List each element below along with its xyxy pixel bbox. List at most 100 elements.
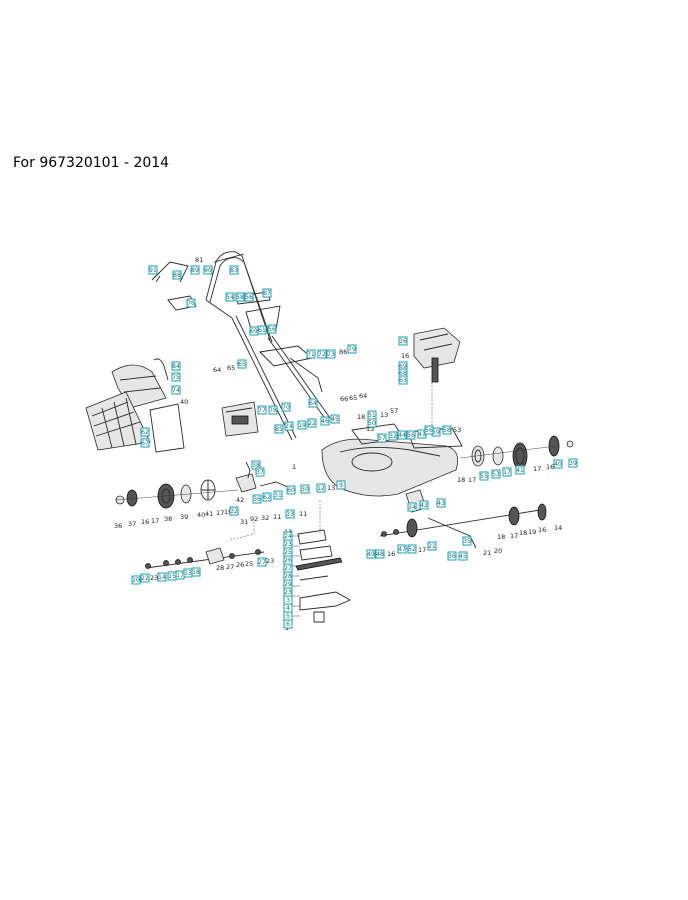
callout-frame <box>157 572 167 582</box>
callout-frame <box>316 483 326 493</box>
part-callout: 23 <box>283 587 293 597</box>
callout-frame <box>326 349 336 359</box>
callout-label: 29 <box>284 581 292 588</box>
part-callout: 65 <box>237 359 247 369</box>
callout-label: 75 <box>172 374 180 381</box>
callout-label: 58 <box>443 427 451 434</box>
part-callout: 14 <box>157 572 167 582</box>
callout-label: 91 <box>149 267 157 274</box>
callout-frame <box>336 480 346 490</box>
callout-frame <box>257 325 267 335</box>
part-callout: 56 <box>424 425 434 435</box>
part-callout: 75 <box>171 372 181 382</box>
part-callout: 9 <box>336 480 346 490</box>
part-number: 16 <box>387 550 395 558</box>
callout-label: 40 <box>554 461 562 468</box>
callout-frame <box>235 292 245 302</box>
part-number: 13 <box>366 425 374 433</box>
callout-label: 74 <box>172 387 180 394</box>
part-number: 26 <box>236 561 244 569</box>
callout-label: 89 <box>191 267 199 274</box>
cable-guide <box>167 295 197 311</box>
part-callout: 36 <box>252 494 262 504</box>
callout-frame <box>229 506 239 516</box>
callout-frame <box>237 359 247 369</box>
callout-label: 69 <box>399 363 407 370</box>
callout-frame <box>252 494 262 504</box>
part-callout: 62 <box>140 427 150 437</box>
part-callout: 32 <box>229 506 239 516</box>
part-number: 16 <box>401 352 409 360</box>
callout-frame <box>347 344 357 354</box>
callout-label: 88 <box>173 272 181 279</box>
part-callout: 52 <box>407 544 417 554</box>
part-callout: 56 <box>244 292 254 302</box>
upper-handle <box>205 251 273 343</box>
callout-label: 13 <box>184 570 192 577</box>
callout-label: 68 <box>399 370 407 377</box>
part-callout: 22 <box>140 573 150 583</box>
part-callout: 54 <box>225 292 235 302</box>
callout-label: 17 <box>176 572 184 579</box>
part-number: 37 <box>128 520 136 528</box>
callout-frame <box>297 420 307 430</box>
callout-frame <box>442 425 452 435</box>
part-number: 17 <box>533 465 541 473</box>
part-callout: 61 <box>257 325 267 335</box>
callout-label: 45 <box>459 553 467 560</box>
callout-label: 62 <box>263 494 271 501</box>
part-callout: 21 <box>427 541 437 551</box>
part-number: 40 <box>180 398 188 406</box>
part-number: 40 <box>197 511 205 519</box>
part-number: 65 <box>227 364 235 372</box>
part-callout: 45 <box>458 551 468 561</box>
part-number: 32 <box>261 514 269 522</box>
part-number: 17 <box>418 546 426 554</box>
callout-frame <box>300 484 310 494</box>
callout-frame <box>186 298 196 308</box>
callout-frame <box>268 405 278 415</box>
callout-label: 61 <box>258 327 266 334</box>
part-number: 18 <box>357 413 365 421</box>
part-number: 17 <box>151 517 159 525</box>
part-callout: 26 <box>283 555 293 565</box>
part-callout: 51 <box>367 410 377 420</box>
part-callout: 71 <box>306 349 316 359</box>
callout-frame <box>397 544 407 554</box>
part-number: 36 <box>114 522 122 530</box>
callout-frame <box>407 502 417 512</box>
callout-frame <box>407 544 417 554</box>
part-number: 18 <box>519 529 527 537</box>
callout-frame <box>262 288 272 298</box>
part-callout: 46 <box>320 416 330 426</box>
part-callout: 48 <box>375 549 385 559</box>
part-callout: 70 <box>281 402 291 412</box>
callout-frame <box>191 567 201 577</box>
part-number: 23 <box>266 557 274 565</box>
callout-label: 5 <box>286 613 290 620</box>
callout-frame <box>225 292 235 302</box>
callout-label: 9 <box>339 482 343 489</box>
callout-frame <box>171 361 181 371</box>
callout-label: 24 <box>284 533 292 540</box>
part-number: 21 <box>483 549 491 557</box>
part-number: 17 <box>468 476 476 484</box>
callout-frame <box>427 541 437 551</box>
callout-label: 6 <box>286 621 290 628</box>
part-callout: 27 <box>283 563 293 573</box>
callout-frame <box>419 500 429 510</box>
part-callout: 53 <box>491 469 501 479</box>
part-callout: 50 <box>367 418 377 428</box>
part-callout: 87 <box>262 288 272 298</box>
callout-label: 32 <box>389 433 397 440</box>
callout-frame <box>398 375 408 385</box>
callout-frame <box>568 458 578 468</box>
grass-catcher-bag <box>85 391 151 451</box>
callout-label: 36 <box>448 553 456 560</box>
part-number: 64 <box>359 392 367 400</box>
callout-frame <box>262 492 272 502</box>
callout-label: 90 <box>204 267 212 274</box>
part-callout: 29 <box>283 579 293 589</box>
part-number: 39 <box>180 513 188 521</box>
callout-label: 56 <box>425 427 433 434</box>
